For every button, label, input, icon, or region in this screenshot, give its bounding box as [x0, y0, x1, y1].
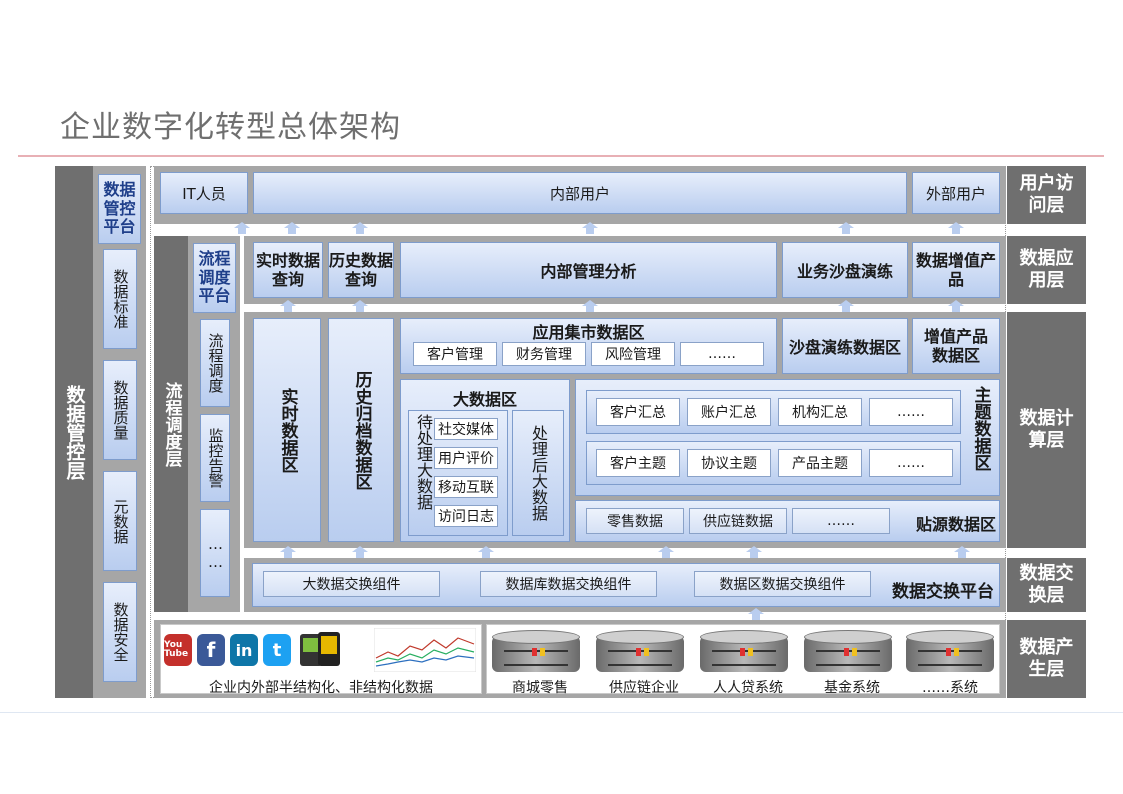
up-arrow-icon — [658, 546, 674, 558]
layer-label-user-access: 用户访问层 — [1007, 166, 1086, 224]
facebook-icon: f — [197, 634, 225, 666]
bigdata-item-review: 用户评价 — [434, 447, 498, 469]
source-item-supply: 供应链数据 — [689, 508, 787, 534]
governance-layer-label: 数据管控层 — [55, 166, 93, 698]
exchange-item-datazone: 数据区数据交换组件 — [694, 571, 871, 597]
system-label-supply: 供应链企业 — [609, 680, 679, 696]
topic-item-org-summary: 机构汇总 — [778, 398, 862, 426]
bigdata-item-mobile: 移动互联 — [434, 476, 498, 498]
layer-label-exchange: 数据交换层 — [1007, 558, 1086, 612]
up-arrow-icon — [838, 222, 854, 234]
database-icon — [492, 630, 580, 676]
topic-item-agreement-subject: 协议主题 — [687, 449, 771, 477]
bigdata-title: 大数据区 — [452, 390, 517, 409]
layer-label-data-app: 数据应用层 — [1007, 236, 1086, 304]
compute-archive-zone: 历史归档数据区 — [328, 318, 394, 542]
system-label-p2p: 人人贷系统 — [713, 680, 783, 696]
twitter-icon: t — [263, 634, 291, 666]
up-arrow-icon — [948, 222, 964, 234]
up-arrow-icon — [948, 300, 964, 312]
topic-item-account-summary: 账户汇总 — [687, 398, 771, 426]
bigdata-pending-label: 待处理大数据 — [414, 414, 433, 510]
user-internal: 内部用户 — [253, 172, 907, 214]
mart-title: 应用集市数据区 — [532, 323, 645, 342]
layer-label-compute: 数据计算层 — [1007, 312, 1086, 548]
youtube-icon: You Tube — [164, 634, 192, 666]
page-title: 企业数字化转型总体架构 — [60, 110, 401, 145]
scheduling-layer-label: 流程调度层 — [154, 236, 188, 612]
scheduling-platform-title: 流程调度平台 — [193, 243, 236, 313]
governance-item-security: 数据安全 — [103, 582, 137, 682]
database-icon — [700, 630, 788, 676]
app-sandbox: 业务沙盘演练 — [782, 242, 908, 298]
database-icon — [596, 630, 684, 676]
bigdata-item-log: 访问日志 — [434, 505, 498, 527]
compute-sandbox-zone: 沙盘演练数据区 — [782, 318, 908, 374]
topic-item-customer-summary: 客户汇总 — [596, 398, 680, 426]
topic-item-product-subject: 产品主题 — [778, 449, 862, 477]
app-history-query: 历史数据查询 — [328, 242, 394, 298]
database-icon — [804, 630, 892, 676]
up-arrow-icon — [284, 222, 300, 234]
mart-item-finance: 财务管理 — [502, 342, 586, 366]
exchange-item-database: 数据库数据交换组件 — [480, 571, 657, 597]
up-arrow-icon — [582, 300, 598, 312]
bottom-divider — [0, 712, 1123, 713]
mart-item-more: …… — [680, 342, 764, 366]
system-label-fund: 基金系统 — [824, 680, 880, 696]
up-arrow-icon — [954, 546, 970, 558]
topic-title: 主题数据区 — [970, 386, 991, 471]
app-value-added: 数据增值产品 — [912, 242, 1000, 298]
governance-platform-title: 数据管控平台 — [98, 174, 141, 244]
app-internal-analysis: 内部管理分析 — [400, 242, 777, 298]
linkedin-icon: in — [230, 634, 258, 666]
system-label-more: ……系统 — [922, 680, 978, 696]
governance-item-quality: 数据质量 — [103, 360, 137, 460]
up-arrow-icon — [478, 546, 494, 558]
up-arrow-icon — [746, 546, 762, 558]
scheduling-item-flow: 流程调度 — [200, 319, 230, 407]
governance-item-standard: 数据标准 — [103, 249, 137, 349]
scheduling-item-more: …… — [200, 509, 230, 597]
mobile-devices-icon — [296, 630, 344, 670]
user-it-staff: IT人员 — [160, 172, 248, 214]
user-external: 外部用户 — [912, 172, 1000, 214]
topic-item-subject-more: …… — [869, 449, 953, 477]
mart-item-customer: 客户管理 — [413, 342, 497, 366]
database-icon — [906, 630, 994, 676]
scheduling-item-monitor: 监控告警 — [200, 414, 230, 502]
source-item-more: …… — [792, 508, 890, 534]
up-arrow-icon — [748, 608, 764, 620]
topic-item-customer-subject: 客户主题 — [596, 449, 680, 477]
system-label-mall: 商城零售 — [512, 680, 568, 696]
source-item-retail: 零售数据 — [586, 508, 684, 534]
up-arrow-icon — [352, 546, 368, 558]
compute-realtime-zone: 实时数据区 — [253, 318, 321, 542]
layer-label-produce: 数据产生层 — [1007, 620, 1086, 698]
bigdata-processed: 处理后大数据 — [512, 410, 564, 536]
up-arrow-icon — [582, 222, 598, 234]
governance-item-metadata: 元数据 — [103, 471, 137, 571]
compute-value-added-zone: 增值产品数据区 — [912, 318, 1000, 374]
up-arrow-icon — [280, 546, 296, 558]
bigdata-item-social: 社交媒体 — [434, 418, 498, 440]
unstructured-label: 企业内外部半结构化、非结构化数据 — [209, 680, 433, 696]
up-arrow-icon — [234, 222, 250, 234]
exchange-title: 数据交换平台 — [892, 582, 994, 602]
mart-item-risk: 风险管理 — [591, 342, 675, 366]
up-arrow-icon — [352, 222, 368, 234]
up-arrow-icon — [352, 300, 368, 312]
app-realtime-query: 实时数据查询 — [253, 242, 323, 298]
source-title: 贴源数据区 — [915, 515, 996, 534]
stock-chart-icon — [374, 628, 476, 672]
up-arrow-icon — [280, 300, 296, 312]
topic-item-summary-more: …… — [869, 398, 953, 426]
up-arrow-icon — [838, 300, 854, 312]
exchange-item-bigdata: 大数据交换组件 — [263, 571, 440, 597]
title-divider — [18, 155, 1104, 157]
